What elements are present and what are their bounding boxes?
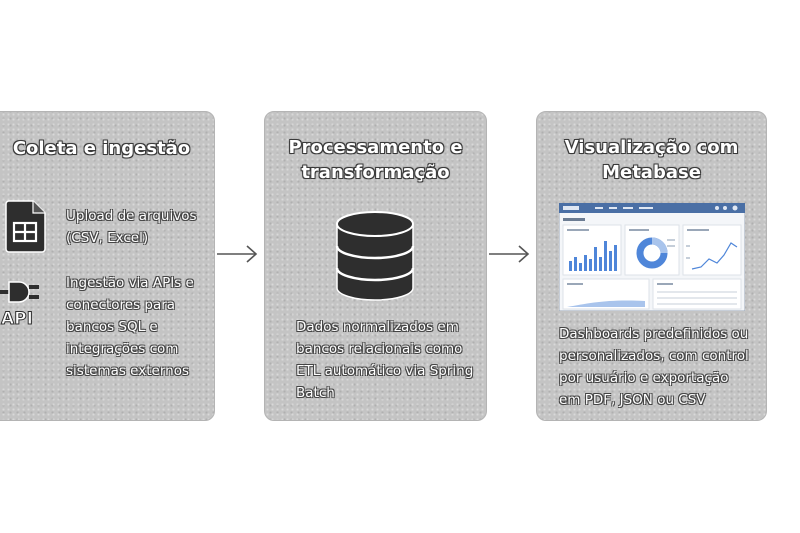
visualization-card: Visualização com Metabase bbox=[536, 111, 767, 421]
database-icon bbox=[335, 211, 415, 301]
processing-title: Processamento e transformação bbox=[288, 137, 463, 183]
collection-title: Coleta e ingestão bbox=[12, 138, 191, 159]
api-plug-icon: API bbox=[0, 281, 39, 328]
collection-card: Coleta e ingestão Upload de arquivos (CS… bbox=[0, 111, 215, 421]
processing-card: Processamento e transformação Dados norm… bbox=[264, 111, 487, 421]
visualization-title: Visualização com Metabase bbox=[564, 137, 739, 183]
arrow-right-icon bbox=[217, 245, 258, 263]
arrow-right-icon bbox=[489, 245, 530, 263]
processing-text: Dados normalizados em bancos relacionais… bbox=[296, 319, 474, 401]
upload-text: Upload de arquivos (CSV, Excel) bbox=[66, 208, 197, 246]
api-ingestion-text: Ingestão via APIs e conectores para banc… bbox=[66, 275, 194, 379]
api-icon-label: API bbox=[1, 309, 33, 328]
dashboard-screenshot bbox=[559, 203, 745, 311]
spreadsheet-file-icon bbox=[5, 200, 46, 253]
visualization-text: Dashboards predefinidos ou personalizado… bbox=[559, 326, 749, 408]
